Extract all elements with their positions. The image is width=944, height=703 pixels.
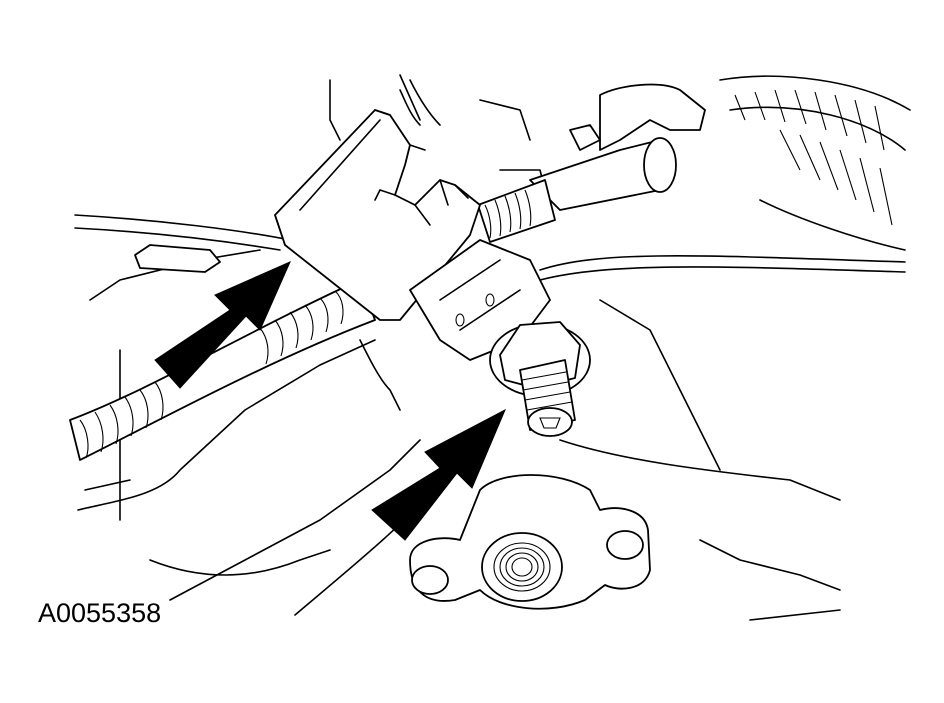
coolant-pipe — [529, 83, 706, 211]
cable-retainer-bracket — [274, 79, 481, 321]
arrow-cable-retainer — [154, 261, 291, 389]
figure-id-label: A0055358 — [38, 598, 162, 628]
ribbed-hose — [719, 75, 911, 251]
threaded-boss — [409, 474, 651, 610]
mounting-bolt — [489, 321, 591, 437]
arrow-bolt — [371, 408, 507, 541]
cable-upper — [477, 179, 556, 243]
housing-outline — [74, 74, 906, 621]
mounting-tab — [134, 244, 221, 273]
cable-lower — [69, 279, 376, 461]
